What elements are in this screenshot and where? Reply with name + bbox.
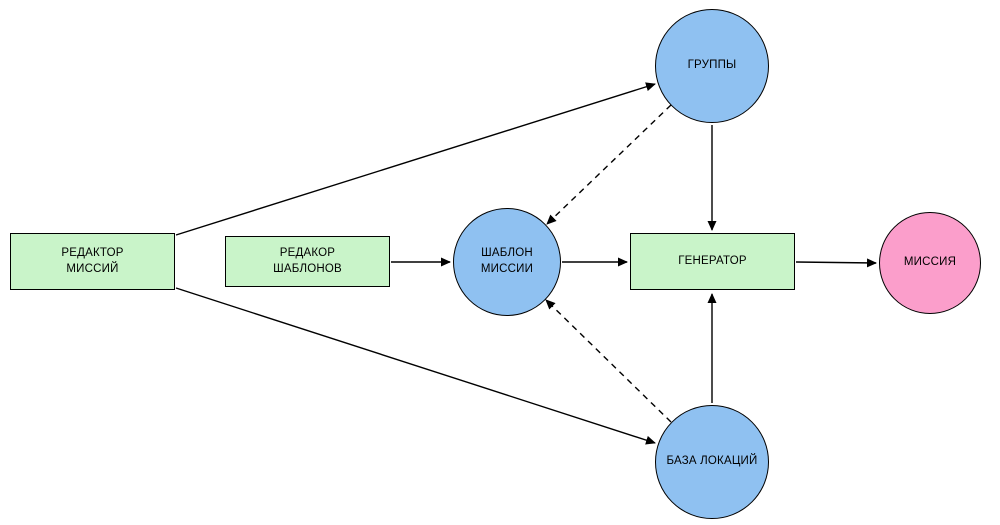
node-mission-template: ШАБЛОН МИССИИ xyxy=(453,208,561,316)
node-groups: ГРУППЫ xyxy=(655,9,769,123)
edge-mission-editor-to-location-base xyxy=(175,287,656,445)
edge-groups-to-mission-template xyxy=(546,104,672,225)
node-template-editor: РЕДАКОР ШАБЛОНОВ xyxy=(225,236,390,287)
edge-generator-to-mission xyxy=(795,258,877,268)
node-mission: МИССИЯ xyxy=(879,212,981,314)
edge-location-base-to-mission-template xyxy=(545,299,672,423)
node-mission-editor: РЕДАКТОР МИССИЙ xyxy=(10,233,175,290)
node-location-base: БАЗА ЛОКАЦИЙ xyxy=(655,405,769,519)
edge-mission-editor-to-groups xyxy=(175,82,656,236)
node-generator: ГЕНЕРАТОР xyxy=(630,233,795,290)
